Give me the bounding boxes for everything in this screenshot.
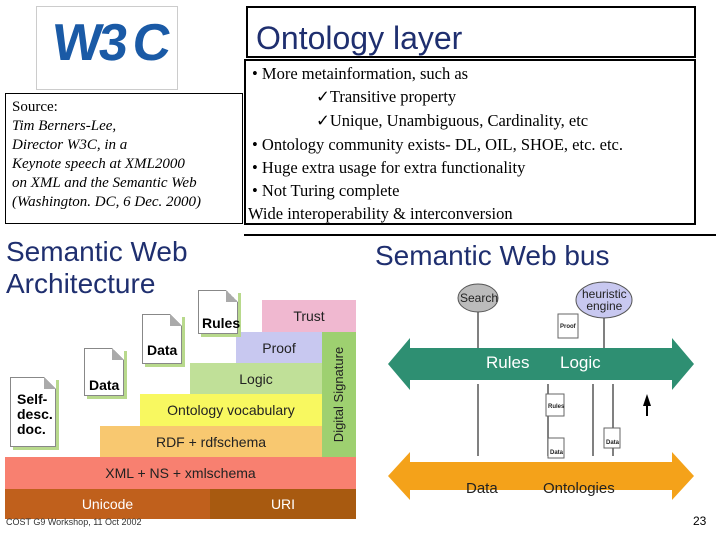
lower-bus-arrow [388,452,694,500]
heuristic-engine-line: engine [586,299,623,313]
heuristic-engine-line: heuristic [582,287,627,301]
doc-data: Data [84,348,124,396]
data-doc [603,427,621,449]
bullet-item: • Ontology community exists- DL, OIL, SH… [252,135,624,154]
proof-doc-label: Proof [560,324,576,330]
data-doc-label: Data [606,440,620,446]
footer: COST G9 Workshop, 11 Oct 2002 [6,517,142,527]
doc-self-describing: Self- desc. doc. [10,377,56,447]
doc-rules-label: Rules [202,315,241,331]
doc-self-describing-label: Self- desc. doc. [17,392,53,437]
source-line: Director W3C, in a [12,137,128,153]
layer-unicode: Unicode [5,489,210,519]
rules-doc [545,393,565,417]
doc-data-label: Data [89,377,120,393]
proof-doc [557,313,579,339]
heuristic-engine-label: heuristic engine [582,288,627,312]
bus-data-label: Data [466,480,498,497]
architecture-diagram: Unicode URI XML + NS + xmlschema RDF + r… [5,290,356,519]
layer-rdf: RDF + rdfschema [100,426,322,457]
heuristic-engine-node [575,281,633,319]
bullet-item: • Not Turing complete [252,181,400,200]
upper-bus-arrow [388,338,694,390]
layer-trust: Trust [262,300,356,332]
bullets-box: • More metainformation, such as ✓Transit… [244,59,696,225]
bullet-subitem: ✓Unique, Unambiguous, Cardinality, etc [316,111,589,130]
layer-digital-signature: Digital Signature [322,332,356,457]
search-label: Search [460,291,499,305]
arrow-indicator-icon [643,394,651,406]
bullet-item: • More metainformation, such as [252,64,469,83]
layer-uri: URI [210,489,356,519]
data-doc-label: Data [550,450,564,456]
source-line: Tim Berners-Lee, [12,118,117,134]
bus-logic-label: Logic [560,353,601,372]
doc-rules: Rules [198,290,241,334]
bullet-item: Wide interoperability & interconversion [248,204,513,223]
doc-self-describing-line: doc. [17,421,46,437]
doc-self-describing-line: desc. [17,406,53,422]
bus-svg [388,281,694,500]
rules-doc-label: Rules [548,404,565,410]
layer-logic: Logic [190,363,322,394]
architecture-heading-line: Semantic Web [6,236,188,267]
digital-signature-label: Digital Signature [331,346,347,443]
source-label: Source: [12,99,58,115]
bullet-item: • Huge extra usage for extra functionali… [252,158,526,177]
doc-data-label: Data [147,342,178,358]
search-node [457,283,499,313]
slide-number: 23 [693,514,707,528]
bus-ontologies-label: Ontologies [543,480,615,497]
source-box: Source: Tim Berners-Lee, Director W3C, i… [5,93,243,224]
doc-self-describing-line: Self- [17,391,48,407]
bus-rules-label: Rules [486,353,530,372]
source-line: (Washington. DC, 6 Dec. 2000) [12,194,202,210]
architecture-heading: Semantic Web Architecture [6,236,188,300]
doc-data: Data [142,314,182,364]
bus-heading: Semantic Web bus [375,240,610,271]
w3c-logo: W3 C [36,6,178,90]
bus-diagram: Search heuristic engine Rules Logic Data… [388,276,694,512]
divider [244,234,716,236]
bullet-subitem: ✓Transitive property [316,87,457,106]
data-doc [547,437,565,459]
layer-xml: XML + NS + xmlschema [5,457,356,489]
page-title: Ontology layer [256,20,463,56]
layer-ontology: Ontology vocabulary [140,394,322,426]
title-box: Ontology layer [246,6,696,58]
layer-proof: Proof [236,332,322,363]
architecture-heading-line: Architecture [6,268,156,299]
source-line: Keynote speech at XML2000 [12,156,185,172]
source-line: on XML and the Semantic Web [12,175,197,191]
